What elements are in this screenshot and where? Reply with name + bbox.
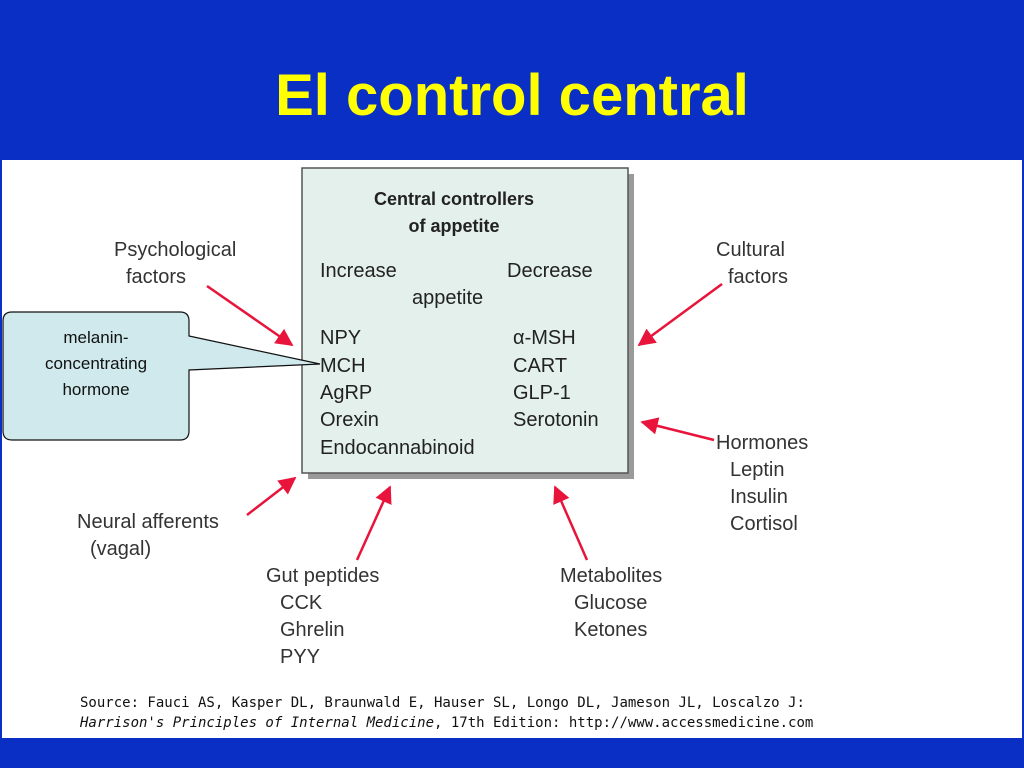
- source-book-title: Harrison's Principles of Internal Medici…: [79, 715, 434, 731]
- source-line-2: Harrison's Principles of Internal Medici…: [79, 715, 813, 731]
- gut-item: CCK: [280, 592, 323, 614]
- increase-item: NPY: [320, 327, 361, 349]
- box-heading-line-2: of appetite: [408, 216, 499, 236]
- mch-callout: [2, 311, 321, 441]
- callout-line-1: melanin-: [63, 328, 128, 347]
- arrow-metabolites: [553, 485, 589, 561]
- box-heading-line-1: Central controllers: [374, 189, 534, 209]
- decrease-item: α-MSH: [513, 327, 576, 349]
- decrease-item: GLP-1: [513, 382, 571, 404]
- neural-label: Neural afferents: [77, 511, 219, 533]
- arrow-neural: [246, 476, 297, 516]
- hormones-label: Hormones: [716, 432, 808, 454]
- cultural-label: factors: [728, 266, 788, 288]
- metabolites-label: Metabolites: [560, 565, 662, 587]
- appetite-diagram: Central controllers of appetite Increase…: [2, 167, 813, 731]
- metabolites-item: Glucose: [574, 592, 647, 614]
- metabolites-item: Ketones: [574, 619, 647, 641]
- decrease-item: CART: [513, 355, 567, 377]
- increase-item: MCH: [320, 355, 366, 377]
- slide-content: Central controllers of appetite Increase…: [2, 160, 1022, 738]
- appetite-label: appetite: [412, 287, 483, 309]
- neural-label: (vagal): [90, 538, 151, 560]
- callout-line-2: concentrating: [45, 354, 147, 373]
- arrow-gut: [355, 485, 392, 561]
- psychological-label: Psychological: [114, 239, 236, 261]
- hormones-item: Cortisol: [730, 513, 798, 535]
- gut-item: PYY: [280, 646, 320, 668]
- decrease-item: Serotonin: [513, 409, 599, 431]
- hormones-item: Leptin: [730, 459, 785, 481]
- gut-label: Gut peptides: [266, 565, 379, 587]
- decrease-label: Decrease: [507, 260, 593, 282]
- source-edition: , 17th Edition: http://www.accessmedicin…: [434, 715, 813, 731]
- gut-item: Ghrelin: [280, 619, 344, 641]
- callout-line-3: hormone: [62, 380, 129, 399]
- bottom-bar: [0, 738, 1024, 768]
- title-bar: El control central: [0, 0, 1024, 160]
- arrow-cultural: [637, 282, 723, 347]
- increase-item: AgRP: [320, 382, 372, 404]
- central-controllers-box: [301, 167, 629, 474]
- increase-label: Increase: [320, 260, 397, 282]
- arrow-hormones: [640, 417, 715, 442]
- slide-title: El control central: [275, 62, 749, 128]
- arrow-psychological: [206, 284, 294, 347]
- cultural-label: Cultural: [716, 239, 785, 261]
- increase-item: Endocannabinoid: [320, 437, 475, 459]
- increase-item: Orexin: [320, 409, 379, 431]
- source-line-1: Source: Fauci AS, Kasper DL, Braunwald E…: [80, 695, 805, 711]
- hormones-item: Insulin: [730, 486, 788, 508]
- psychological-label: factors: [126, 266, 186, 288]
